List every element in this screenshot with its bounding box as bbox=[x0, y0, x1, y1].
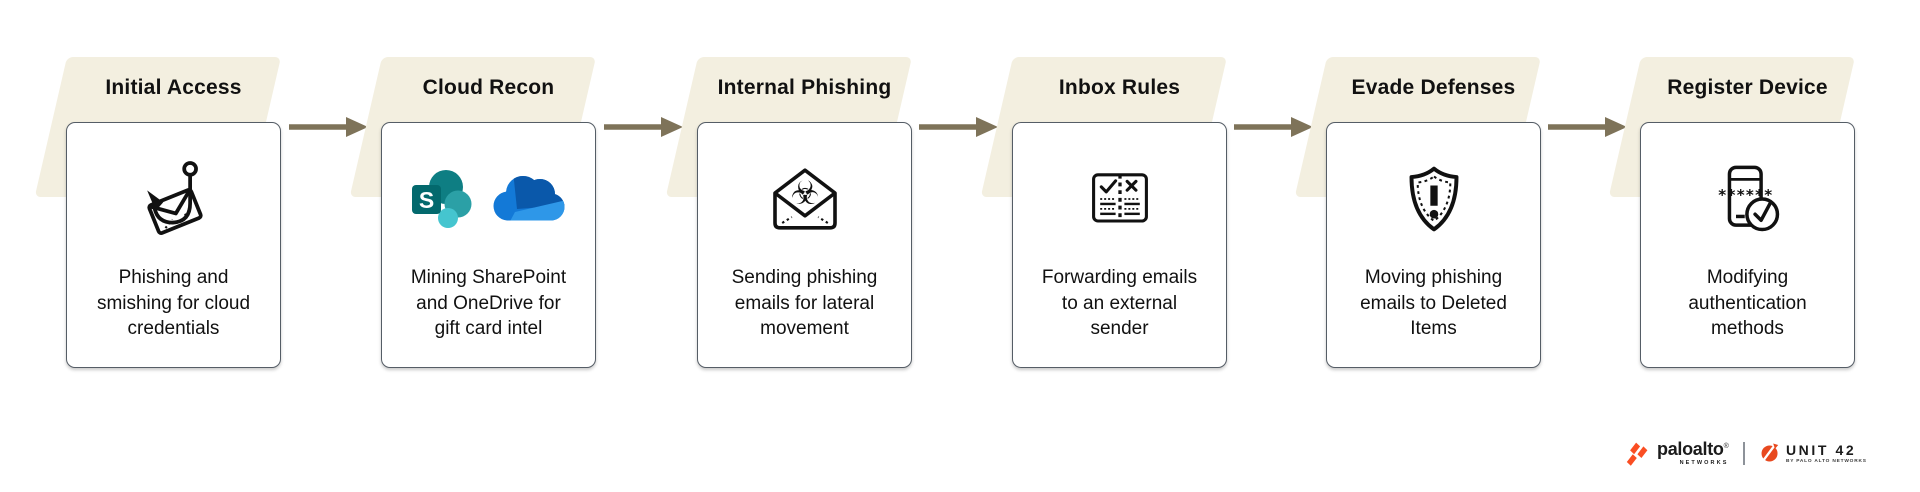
stage-description: Moving phishing emails to Deleted Items bbox=[1360, 267, 1507, 339]
palo-alto-wordmark: paloalto bbox=[1657, 439, 1724, 460]
rules-book-icon bbox=[1091, 173, 1148, 223]
device-check-icon: ****** bbox=[1717, 165, 1779, 232]
onedrive-icon bbox=[493, 176, 564, 221]
stage-cloud-recon: Cloud Recon S bbox=[349, 0, 596, 400]
sharepoint-icon: S bbox=[411, 170, 471, 228]
stage-card: ☣ Sending phishing emails for lateral mo… bbox=[697, 122, 912, 368]
stage-description: Sending phishing emails for lateral move… bbox=[731, 267, 878, 339]
palo-alto-subtext: NETWORKS bbox=[1679, 459, 1729, 466]
flow-arrow bbox=[1233, 114, 1315, 140]
palo-alto-networks-logo: paloalto® NETWORKS bbox=[1626, 439, 1729, 466]
stage-inbox-rules: Inbox Rules Forwarding em bbox=[980, 0, 1227, 400]
phishing-hook-envelope-icon bbox=[146, 161, 203, 235]
registered-mark: ® bbox=[1723, 443, 1729, 451]
stage-description: Modifying authentication methods bbox=[1688, 267, 1807, 339]
biohazard-envelope-icon: ☣ bbox=[772, 168, 837, 230]
unit42-subtext: BY PALO ALTO NETWORKS bbox=[1785, 458, 1867, 464]
stage-title: Evade Defenses bbox=[1351, 76, 1516, 99]
stage-register-device: Register Device ****** Modifying authent… bbox=[1608, 0, 1855, 400]
unit42-icon bbox=[1761, 443, 1779, 462]
stage-card: ****** Modifying authentication methods bbox=[1640, 122, 1855, 368]
flow-arrow bbox=[1547, 114, 1629, 140]
stage-title: Initial Access bbox=[105, 76, 242, 99]
shield-alert-icon bbox=[1409, 166, 1458, 232]
stage-description: Mining SharePoint and OneDrive for gift … bbox=[410, 267, 567, 339]
stage-card: S bbox=[381, 122, 596, 368]
stage-description: Phishing and smishing for cloud credenti… bbox=[96, 267, 251, 339]
stage-card: Phishing and smishing for cloud credenti… bbox=[66, 122, 281, 368]
stage-evade-defenses: Evade Defenses Moving phishing emails to… bbox=[1294, 0, 1541, 400]
branding-footer: paloalto® NETWORKS UNIT 42 BY PALO ALTO … bbox=[1626, 436, 1867, 470]
stage-title: Inbox Rules bbox=[1058, 76, 1181, 99]
flow-arrow bbox=[603, 114, 685, 140]
stage-internal-phishing: Internal Phishing ☣ Sending phishing ema… bbox=[665, 0, 912, 400]
palo-alto-icon bbox=[1626, 442, 1648, 466]
svg-text:☣: ☣ bbox=[790, 174, 819, 212]
stage-card: Forwarding emails to an external sender bbox=[1012, 122, 1227, 368]
unit42-logo: UNIT 42 BY PALO ALTO NETWORKS bbox=[1760, 442, 1867, 464]
stage-description: Forwarding emails to an external sender bbox=[1041, 267, 1198, 339]
flow-arrow bbox=[918, 114, 1000, 140]
logo-divider bbox=[1743, 441, 1745, 465]
stage-card: Moving phishing emails to Deleted Items bbox=[1326, 122, 1541, 368]
stage-title: Register Device bbox=[1667, 76, 1828, 99]
stage-title: Cloud Recon bbox=[422, 76, 555, 99]
stage-title: Internal Phishing bbox=[717, 76, 892, 99]
svg-text:S: S bbox=[418, 187, 433, 213]
flow-arrow bbox=[288, 114, 370, 140]
stage-initial-access: Initial Access Phishing and smishing for… bbox=[34, 0, 281, 400]
unit42-wordmark: UNIT 42 bbox=[1785, 441, 1857, 458]
